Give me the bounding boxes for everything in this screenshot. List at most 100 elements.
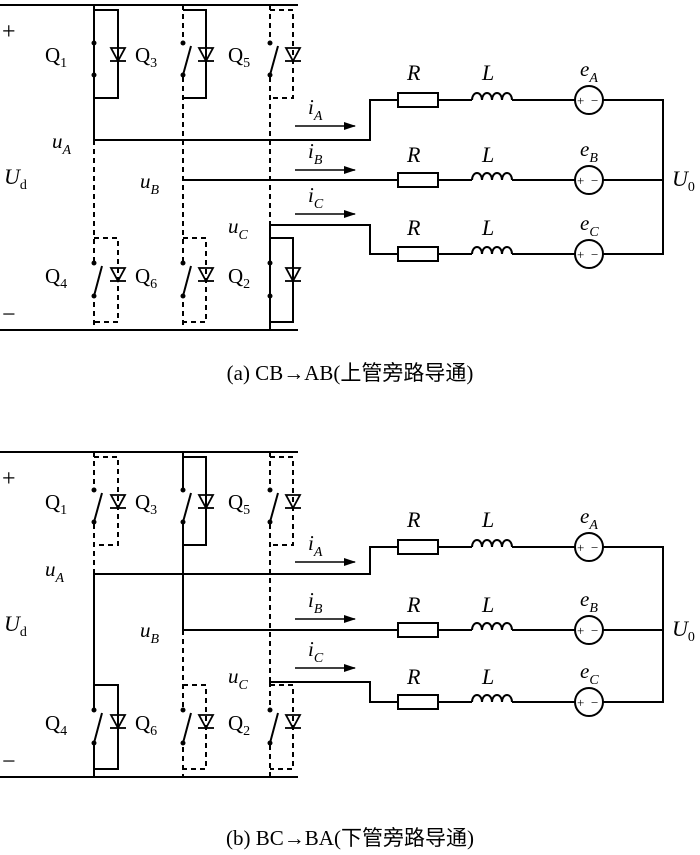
emf-b-plus: + (577, 173, 584, 188)
ib-sub: B (314, 602, 323, 617)
q6-label: Q6 (135, 264, 157, 292)
inductor-a (471, 92, 513, 101)
neutral-voltage-label: U0 (672, 166, 695, 195)
resistor-b (397, 622, 439, 638)
panel-b-caption: (b) BC→BA(下管旁路导通) (226, 826, 474, 850)
ub-sub: B (151, 632, 160, 647)
neutral-wire (603, 546, 664, 703)
q5-label: Q5 (228, 490, 250, 518)
dc-voltage-main: U (4, 164, 22, 189)
q2-sub: 2 (243, 724, 250, 739)
dc-minus-label: − (2, 749, 16, 775)
q5-label: Q5 (228, 43, 250, 71)
resistor-b-label: R (406, 142, 421, 167)
switch-q4 (91, 237, 127, 323)
ua-sub: A (62, 143, 72, 158)
switch-q5 (267, 9, 302, 99)
resistor-c-label: R (406, 215, 421, 240)
resistor-b-label: R (406, 592, 421, 617)
q2-label: Q2 (228, 711, 250, 739)
u0-main: U (672, 616, 690, 641)
ea-sub: A (588, 518, 598, 533)
inductor-a-label: L (481, 507, 494, 532)
eb-label: eB (580, 137, 598, 166)
ec-sub: C (589, 673, 599, 688)
q3-main: Q (135, 43, 150, 67)
ib-main: i (308, 588, 314, 612)
switch-q6 (180, 237, 215, 323)
ub-label: uB (140, 169, 160, 198)
q1-main: Q (45, 43, 60, 67)
resistor-a-label: R (406, 507, 421, 532)
inductor-c-label: L (481, 664, 494, 689)
q1-main: Q (45, 490, 60, 514)
q4-sub: 4 (60, 724, 67, 739)
dc-voltage-sub: d (20, 178, 27, 193)
q2-main: Q (228, 711, 243, 735)
emf-source-c: + − (574, 687, 604, 717)
ec-sub: C (589, 225, 599, 240)
uc-sub: C (239, 228, 249, 243)
dc-minus-label: − (2, 302, 16, 328)
ua-label: uA (45, 557, 65, 586)
q1-label: Q1 (45, 43, 67, 71)
q1-sub: 1 (60, 56, 67, 71)
switch-q6 (180, 684, 215, 770)
ic-main: i (308, 637, 314, 661)
q4-label: Q4 (45, 711, 67, 739)
emf-b-plus: + (577, 623, 584, 638)
inductor-c (471, 694, 513, 703)
ia-main: i (308, 95, 314, 119)
q3-sub: 3 (150, 56, 157, 71)
dc-plus-label: + (2, 19, 16, 45)
q3-sub: 3 (150, 503, 157, 518)
emf-c-plus: + (577, 695, 584, 710)
q4-main: Q (45, 264, 60, 288)
ec-main: e (580, 211, 589, 235)
emf-a-plus: + (577, 540, 584, 555)
ic-label: iC (308, 183, 324, 212)
resistor-a (397, 539, 439, 555)
eb-sub: B (589, 151, 598, 166)
ea-label: eA (580, 504, 598, 533)
switch-q1 (91, 456, 127, 546)
ea-main: e (580, 57, 589, 81)
ib-main: i (308, 139, 314, 163)
emf-c-minus: − (591, 695, 598, 710)
ia-label: iA (308, 531, 323, 560)
ec-main: e (580, 659, 589, 683)
emf-source-a: + − (574, 85, 604, 115)
q6-sub: 6 (150, 724, 157, 739)
resistor-a (397, 92, 439, 108)
resistor-a-label: R (406, 60, 421, 85)
phase-c-wire (270, 681, 398, 703)
inductor-b (471, 172, 513, 181)
q1-label: Q1 (45, 490, 67, 518)
u0-sub: 0 (688, 630, 695, 645)
ua-main: u (52, 129, 63, 153)
u0-main: U (672, 166, 690, 191)
q6-main: Q (135, 264, 150, 288)
switch-q4 (91, 684, 127, 770)
emf-a-minus: − (591, 93, 598, 108)
resistor-c (397, 694, 439, 710)
emf-b-minus: − (591, 173, 598, 188)
inductor-b-label: L (481, 142, 494, 167)
ec-label: eC (580, 659, 599, 688)
q5-sub: 5 (243, 56, 250, 71)
neutral-voltage-label: U0 (672, 616, 695, 645)
ic-main: i (308, 183, 314, 207)
u0-sub: 0 (688, 180, 695, 195)
q6-sub: 6 (150, 277, 157, 292)
q5-main: Q (228, 490, 243, 514)
q2-label: Q2 (228, 264, 250, 292)
ib-sub: B (314, 153, 323, 168)
q2-main: Q (228, 264, 243, 288)
ub-sub: B (151, 183, 160, 198)
ic-sub: C (314, 651, 324, 666)
eb-main: e (580, 587, 589, 611)
emf-c-plus: + (577, 247, 584, 262)
panel-b: + − Ud (0, 451, 695, 850)
neutral-wire (603, 99, 664, 255)
